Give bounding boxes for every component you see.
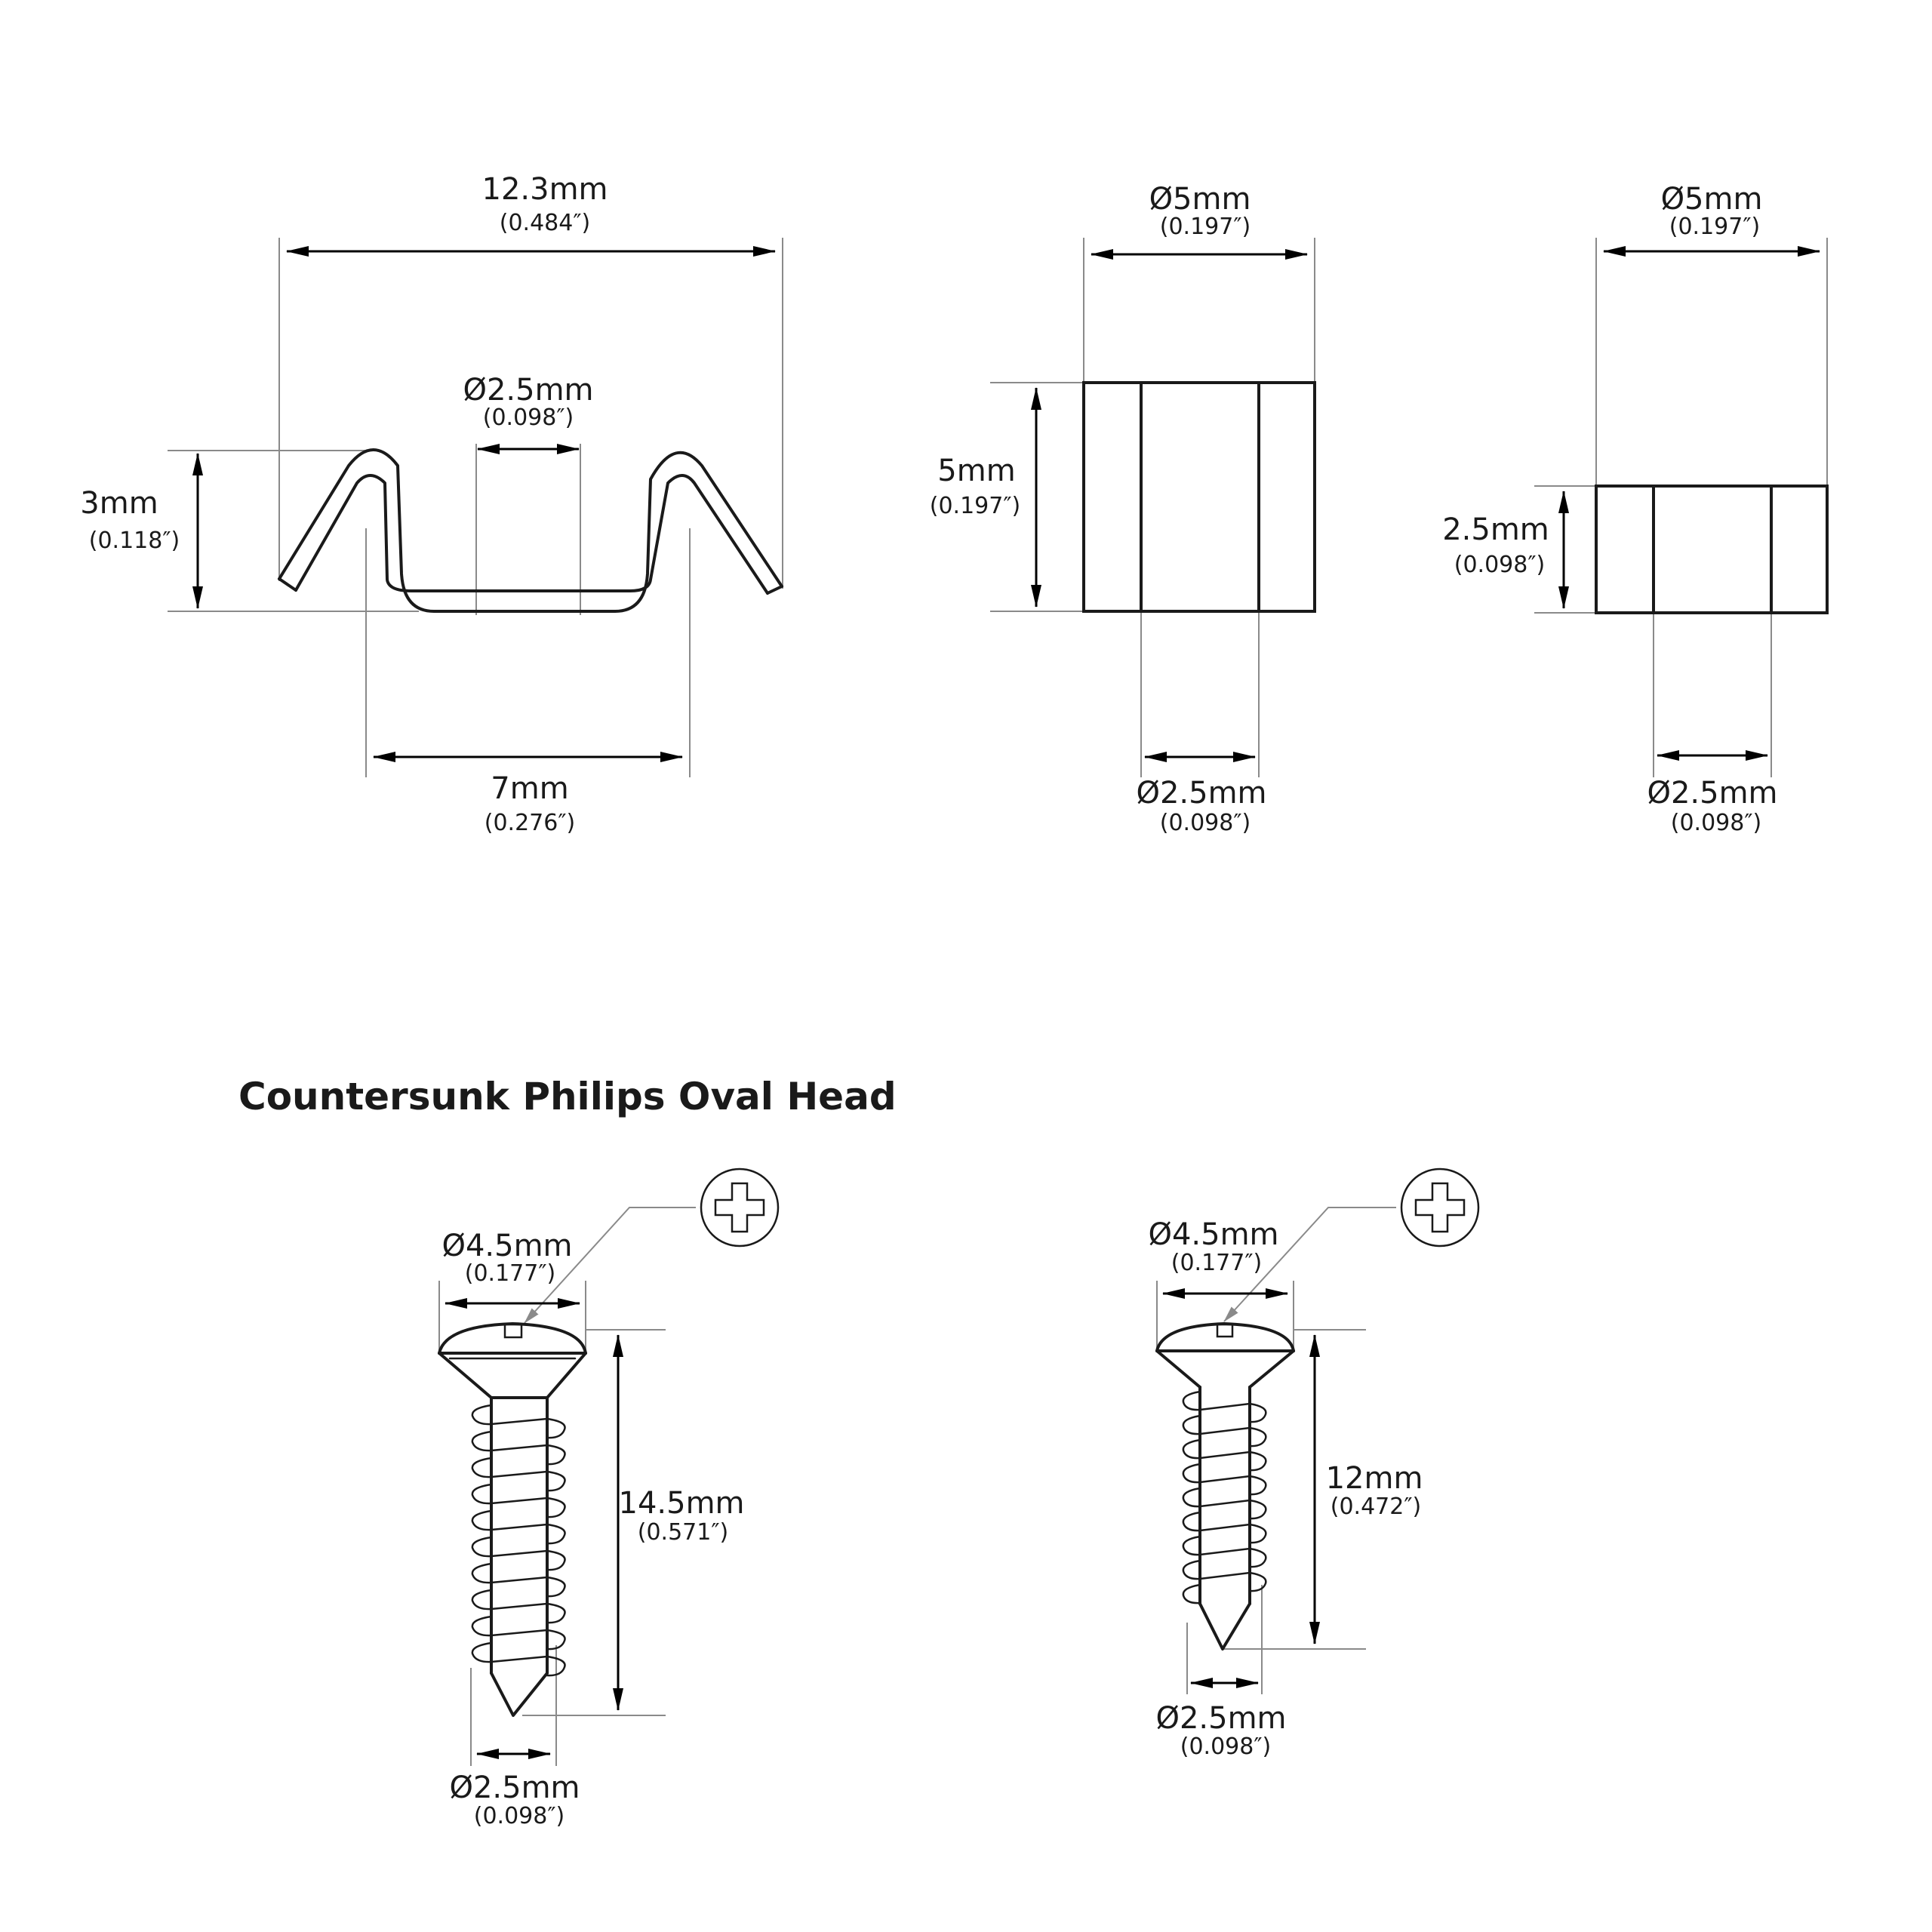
long-screw-length-mm: 14.5mm	[619, 1486, 745, 1521]
short-screw-threads	[1182, 1390, 1267, 1604]
clip-inner-edge	[294, 474, 769, 595]
clip-spacing-mm: 7mm	[491, 771, 568, 806]
long-screw-head-inch: (0.177″)	[465, 1260, 556, 1287]
tall-spacer-height-inch: (0.197″)	[930, 493, 1021, 519]
clip-outer-edge	[278, 448, 783, 613]
long-screw-threads	[471, 1404, 566, 1677]
short-spacer-height-mm: 2.5mm	[1442, 512, 1549, 547]
clip-spacing-inch: (0.276″)	[485, 810, 576, 836]
phillips-drive-icon	[1400, 1168, 1480, 1247]
clip-width-inch: (0.484″)	[500, 210, 591, 236]
short-screw-view: Ø4.5mm (0.177″) 12mm (0.472″) Ø2.5mm (0.…	[1148, 1168, 1480, 1760]
short-spacer-outer-mm: Ø5mm	[1661, 182, 1763, 217]
clip-height-inch: (0.118″)	[89, 528, 180, 554]
short-screw-head-inch: (0.177″)	[1171, 1250, 1263, 1276]
long-screw-length-inch: (0.571″)	[638, 1519, 729, 1546]
short-screw-head-mm: Ø4.5mm	[1148, 1217, 1278, 1252]
tall-spacer-outer-mm: Ø5mm	[1149, 182, 1251, 217]
short-spacer-view: Ø5mm (0.197″) 2.5mm (0.098″) Ø2.5mm (0.0…	[1442, 182, 1829, 836]
phillips-drive-icon	[700, 1168, 780, 1247]
tall-spacer-body	[1082, 381, 1316, 613]
short-screw-shank-inch: (0.098″)	[1180, 1734, 1272, 1760]
long-screw-shank-mm: Ø2.5mm	[449, 1770, 580, 1805]
clip-height-mm: 3mm	[80, 486, 158, 521]
short-spacer-outer-inch: (0.197″)	[1669, 214, 1761, 240]
short-spacer-height-inch: (0.098″)	[1454, 552, 1546, 578]
long-screw-head	[438, 1322, 587, 1355]
short-screw-shank-mm: Ø2.5mm	[1155, 1701, 1286, 1736]
tall-spacer-inner-mm: Ø2.5mm	[1136, 776, 1266, 811]
section-title: Countersunk Philips Oval Head	[238, 1075, 897, 1118]
short-screw-length-inch: (0.472″)	[1331, 1494, 1422, 1520]
clip-width-mm: 12.3mm	[482, 172, 608, 207]
short-spacer-body	[1595, 485, 1829, 614]
tall-spacer-inner-inch: (0.098″)	[1160, 810, 1251, 836]
short-spacer-inner-mm: Ø2.5mm	[1647, 776, 1777, 811]
clip-hole-inch: (0.098″)	[483, 405, 574, 431]
clip-hole-mm: Ø2.5mm	[463, 373, 593, 408]
tall-spacer-height-mm: 5mm	[937, 454, 1015, 488]
long-screw-view: Ø4.5mm (0.177″) 14.5mm (0.571″) Ø2.5mm (…	[438, 1168, 780, 1829]
tall-spacer-view: Ø5mm (0.197″) 5mm (0.197″) Ø2.5mm (0.098…	[930, 182, 1316, 836]
short-spacer-inner-inch: (0.098″)	[1671, 810, 1762, 836]
long-screw-shank-inch: (0.098″)	[474, 1803, 565, 1829]
long-screw-head-mm: Ø4.5mm	[441, 1229, 572, 1263]
spring-clip-view: 12.3mm (0.484″) Ø2.5mm (0.098″) 3mm (0.1…	[80, 172, 783, 836]
tall-spacer-outer-inch: (0.197″)	[1160, 214, 1251, 240]
short-screw-length-mm: 12mm	[1326, 1461, 1423, 1496]
